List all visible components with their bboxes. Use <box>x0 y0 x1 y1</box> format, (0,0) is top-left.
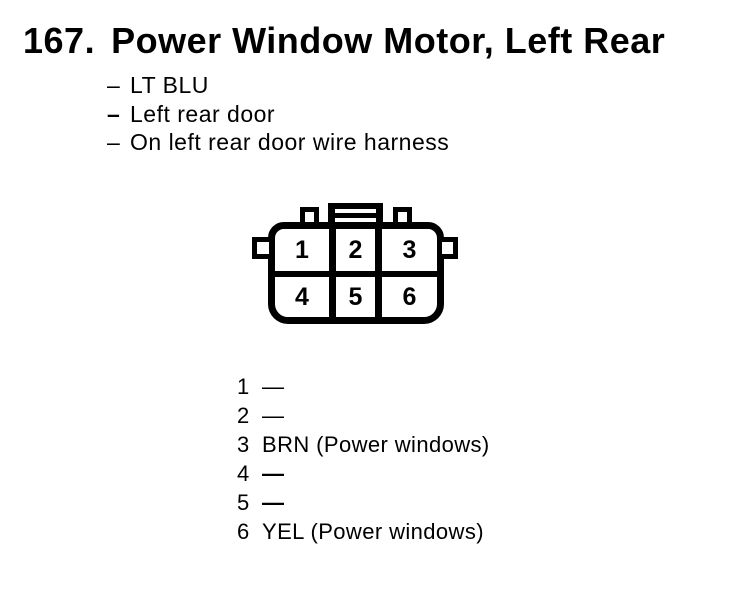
cavity-6: 6 <box>402 282 417 311</box>
pin-label: — <box>262 403 285 428</box>
pin-number: 3 <box>237 432 250 457</box>
pin-row: 4 — <box>237 459 490 488</box>
dash-bullet: – <box>107 72 121 98</box>
dash-bullet: – <box>107 100 121 127</box>
pin-label: YEL (Power windows) <box>262 519 484 544</box>
connector-wing-left-icon <box>252 237 269 259</box>
pin-row: 2 — <box>237 401 490 430</box>
item-heading: 167. Power Window Motor, Left Rear <box>23 22 665 60</box>
pin-label: — <box>262 490 285 515</box>
latch-rib <box>335 213 376 218</box>
pin-number: 1 <box>237 374 250 399</box>
page-title: Power Window Motor, Left Rear <box>111 20 666 61</box>
connector-wing-right-icon <box>442 237 458 259</box>
note-item: – LT BLU <box>107 71 449 100</box>
note-item: – Left rear door <box>107 100 449 129</box>
grid-divider-horizontal <box>270 271 440 277</box>
connector-latch-tab-icon <box>328 203 383 224</box>
pin-label: BRN (Power windows) <box>262 432 490 457</box>
cavity-4: 4 <box>295 282 309 311</box>
pin-row: 5 — <box>237 488 490 517</box>
dash-bullet: – <box>107 129 121 156</box>
connector-diagram: 1 2 3 4 5 6 <box>252 202 458 326</box>
pin-row: 1 — <box>237 372 490 401</box>
item-number: 167. <box>23 20 96 61</box>
note-text: Left rear door <box>130 100 276 127</box>
notes-list: – LT BLU – Left rear door – On left rear… <box>107 71 449 157</box>
pin-number: 5 <box>237 490 250 515</box>
note-text: On left rear door wire harness <box>130 129 450 156</box>
cavity-5: 5 <box>348 282 363 311</box>
cavity-1: 1 <box>295 235 309 264</box>
cavity-3: 3 <box>402 235 417 264</box>
cavity-2: 2 <box>348 235 363 264</box>
pin-label: — <box>262 461 285 486</box>
pin-number: 2 <box>237 403 250 428</box>
pin-list: 1 — 2 — 3 BRN (Power windows) 4 — 5 — 6 … <box>237 372 490 546</box>
pin-row: 3 BRN (Power windows) <box>237 430 490 459</box>
pin-number: 4 <box>237 461 250 486</box>
pin-label: — <box>262 374 285 399</box>
note-text: LT BLU <box>130 72 209 98</box>
pin-row: 6 YEL (Power windows) <box>237 517 490 546</box>
connector-index-tab-left-icon <box>300 207 319 224</box>
connector-index-tab-right-icon <box>393 207 412 224</box>
pin-number: 6 <box>237 519 250 544</box>
note-item: – On left rear door wire harness <box>107 128 449 157</box>
